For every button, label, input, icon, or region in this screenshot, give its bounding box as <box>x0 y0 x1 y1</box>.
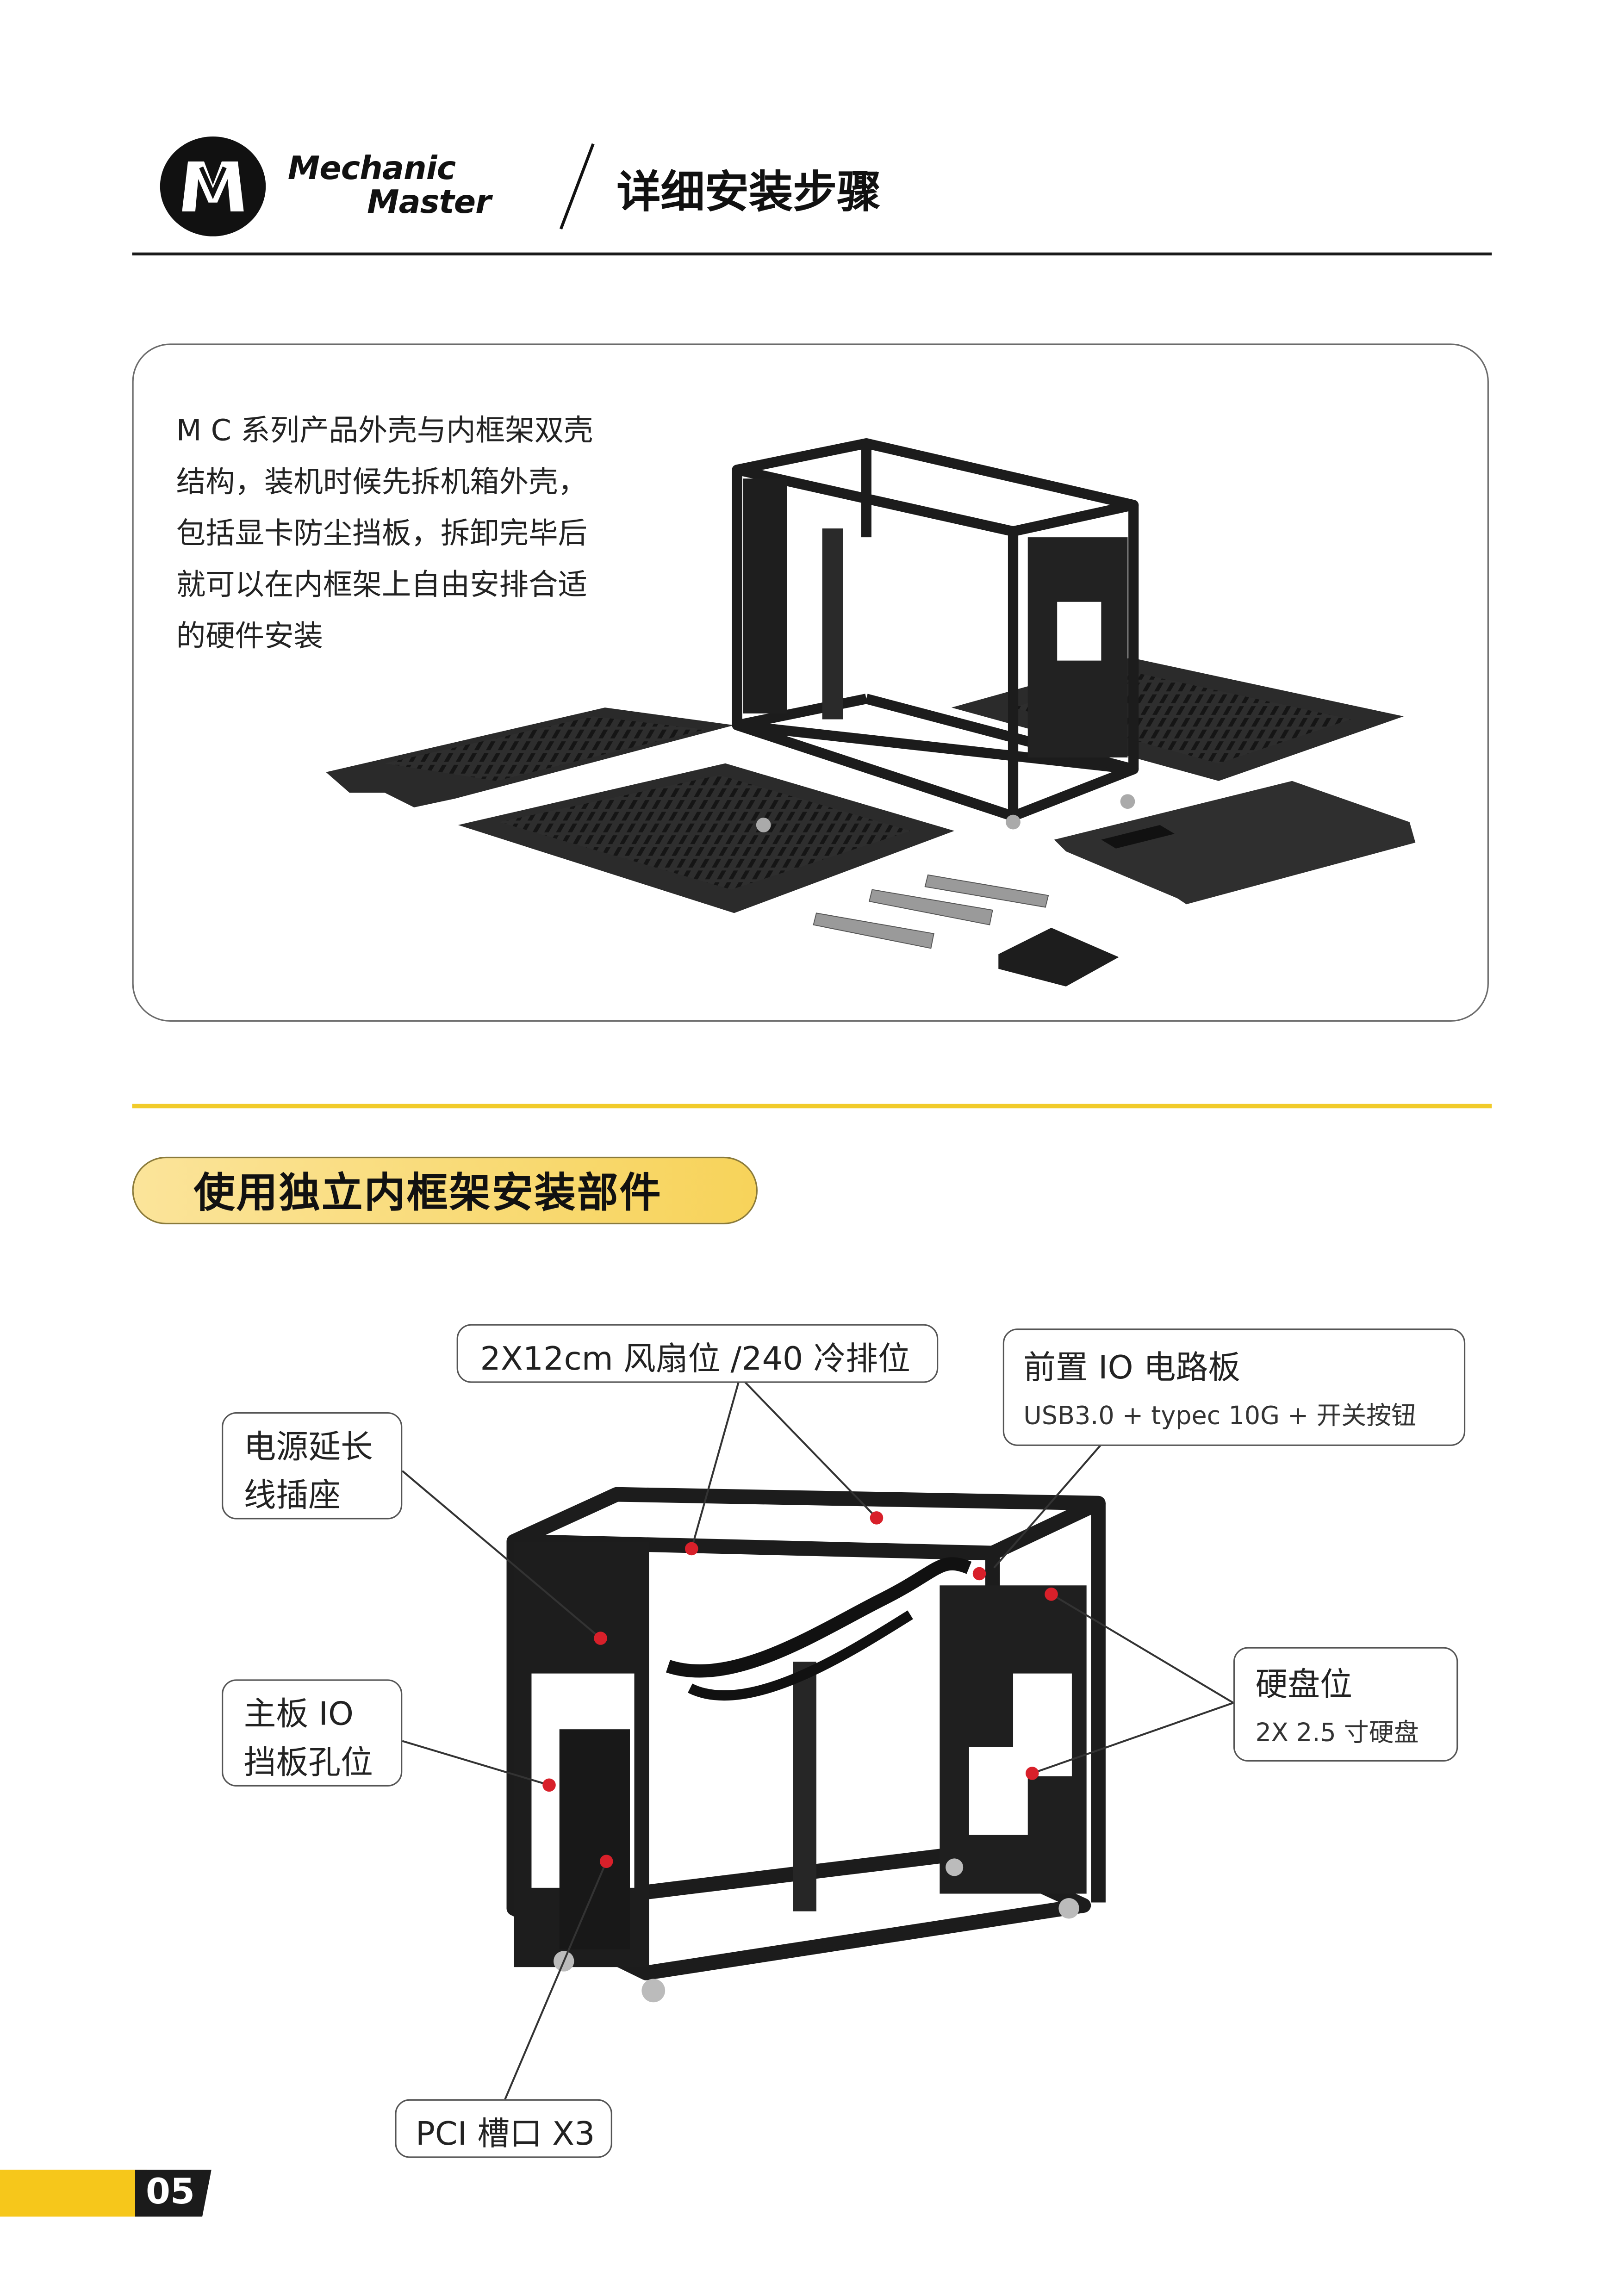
header-divider-slash <box>559 143 595 230</box>
callout-power <box>222 1412 403 1520</box>
callout-drive-title: 硬盘位 <box>1255 1667 1352 1705</box>
callout-power-line-2: 线插座 <box>243 1478 341 1515</box>
marker-power <box>594 1632 607 1645</box>
exploded-parts-photo <box>326 438 1416 987</box>
pci-brackets <box>813 874 1049 949</box>
intro-line: 包括显卡防尘挡板，拆卸完毕后 <box>176 515 588 551</box>
exploded-view-panel <box>132 343 1489 1022</box>
marker-board-io <box>542 1778 556 1792</box>
intro-line: 的硬件安装 <box>176 618 323 653</box>
section-divider <box>132 1104 1492 1109</box>
marker-pci <box>599 1855 613 1868</box>
page-number-box <box>135 2169 212 2217</box>
drive-bracket <box>998 928 1119 987</box>
marker-drive-1 <box>1045 1588 1058 1601</box>
callout-fan-label: 2X12cm 风扇位 /240 冷排位 <box>480 1341 910 1378</box>
intro-line: 就可以在内框架上自由安排合适 <box>176 566 588 602</box>
callout-front-io-sub: USB3.0 + typec 10G + 开关按钮 <box>1023 1402 1417 1432</box>
callout-fan <box>456 1324 939 1383</box>
brand-line-1: Mechanic <box>287 151 456 188</box>
intro-paragraph: M C 系列产品外壳与内框架双壳 结构，装机时候先拆机箱外壳， 包括显卡防尘挡板… <box>176 405 631 662</box>
callout-front-io-title: 前置 IO 电路板 <box>1023 1350 1241 1388</box>
callout-board-io <box>222 1679 403 1787</box>
callout-pci <box>395 2099 612 2158</box>
footer-accent-bar <box>0 2169 147 2217</box>
page-number: 05 <box>146 2171 195 2212</box>
callout-board-io-line-1: 主板 IO <box>243 1697 354 1734</box>
gpu-dust-cover <box>1054 781 1416 905</box>
intro-line: M C 系列产品外壳与内框架双壳 <box>176 412 593 448</box>
marker-fan-1 <box>685 1542 698 1556</box>
marker-fan-2 <box>870 1511 884 1525</box>
inner-frame <box>732 438 1139 822</box>
intro-line: 结构，装机时候先拆机箱外壳， <box>176 464 588 499</box>
callout-drive-sub: 2X 2.5 寸硬盘 <box>1255 1719 1419 1749</box>
section-title-pill <box>132 1156 758 1224</box>
callout-drive <box>1233 1647 1458 1762</box>
brand-wordmark: Mechanic Master <box>287 151 492 222</box>
callout-power-line-1: 电源延长 <box>243 1430 373 1467</box>
brand-line-2: Master <box>367 185 491 222</box>
callout-front-io <box>1002 1328 1466 1446</box>
mechanic-master-logo-icon <box>160 137 266 236</box>
marker-drive-2 <box>1025 1767 1039 1780</box>
section-title: 使用独立内框架安装部件 <box>193 1168 662 1217</box>
callout-pci-label: PCI 槽口 X3 <box>415 2116 595 2154</box>
page-title: 详细安装步骤 <box>616 167 881 219</box>
header-divider <box>132 252 1492 256</box>
marker-io <box>972 1567 986 1581</box>
callout-board-io-line-2: 挡板孔位 <box>243 1745 373 1782</box>
